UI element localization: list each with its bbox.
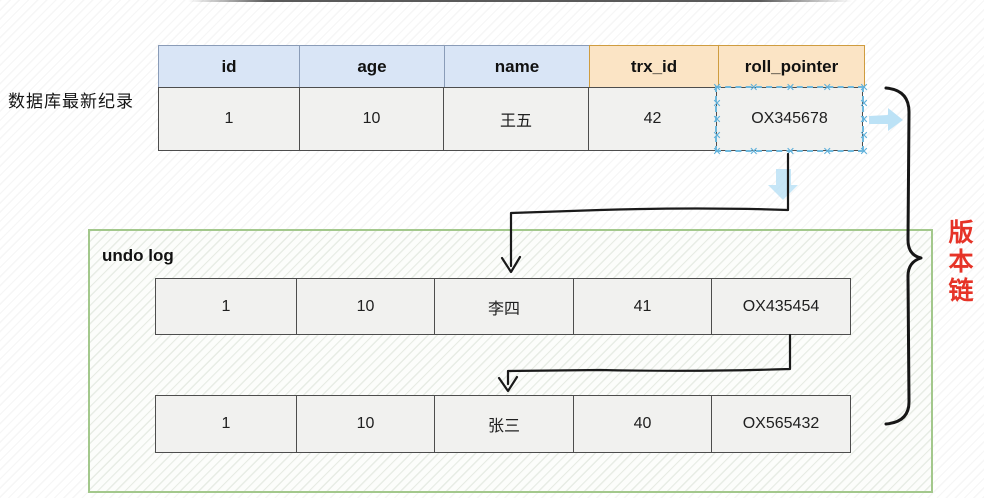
latest-cell-name: 王五 <box>443 87 589 151</box>
selection-handle-x-icon: ✕ <box>859 146 869 158</box>
latest-cell-trx-id: 42 <box>587 87 718 151</box>
selection-handle-x-icon: ✕ <box>859 130 869 142</box>
undo1-cell-id: 1 <box>155 278 297 335</box>
latest-table-header: id age name trx_id roll_pointer <box>158 45 865 88</box>
latest-record-row: 1 10 王五 42 OX345678 ✕✕✕✕✕✕✕✕✕✕✕✕✕✕✕✕ <box>158 82 869 158</box>
header-cell-age: age <box>299 45 445 88</box>
selected-cell[interactable]: OX345678 ✕✕✕✕✕✕✕✕✕✕✕✕✕✕✕✕ <box>712 82 868 158</box>
undo-row-1: 1 10 李四 41 OX435454 <box>155 278 851 335</box>
selection-handle-x-icon: ✕ <box>822 146 832 158</box>
selection-handle-x-icon: ✕ <box>749 146 759 158</box>
undo2-cell-age: 10 <box>295 395 436 453</box>
latest-cell-id: 1 <box>158 87 300 151</box>
latest-cell-age: 10 <box>298 87 445 151</box>
undo2-cell-roll-pointer: OX565432 <box>711 395 851 453</box>
latest-cell-roll-pointer: OX345678 <box>751 110 828 127</box>
header-cell-roll-pointer: roll_pointer <box>718 45 865 88</box>
top-edge-line <box>188 0 852 2</box>
undo1-cell-name: 李四 <box>434 278 574 335</box>
undo2-cell-id: 1 <box>155 395 297 453</box>
undo-log-box: undo log <box>88 229 933 493</box>
light-blue-down-arrow-icon <box>768 169 798 200</box>
undo-row-2: 1 10 张三 40 OX565432 <box>155 395 851 453</box>
selection-handle-x-icon: ✕ <box>859 114 869 126</box>
undo-log-label: undo log <box>102 246 174 265</box>
undo2-cell-trx-id: 40 <box>572 395 713 453</box>
selection-handle-x-icon: ✕ <box>785 146 796 158</box>
header-cell-id: id <box>158 45 300 88</box>
undo2-cell-name: 张三 <box>434 395 574 453</box>
undo1-cell-age: 10 <box>295 278 436 335</box>
light-blue-right-arrow-icon <box>869 108 903 131</box>
undo1-cell-trx-id: 41 <box>572 278 713 335</box>
selection-handle-x-icon: ✕ <box>859 98 869 110</box>
header-cell-trx-id: trx_id <box>589 45 719 88</box>
latest-record-label: 数据库最新纪录 <box>8 92 134 111</box>
version-chain-label: 版本链 <box>945 219 973 306</box>
undo1-cell-roll-pointer: OX435454 <box>711 278 851 335</box>
header-cell-name: name <box>444 45 590 88</box>
